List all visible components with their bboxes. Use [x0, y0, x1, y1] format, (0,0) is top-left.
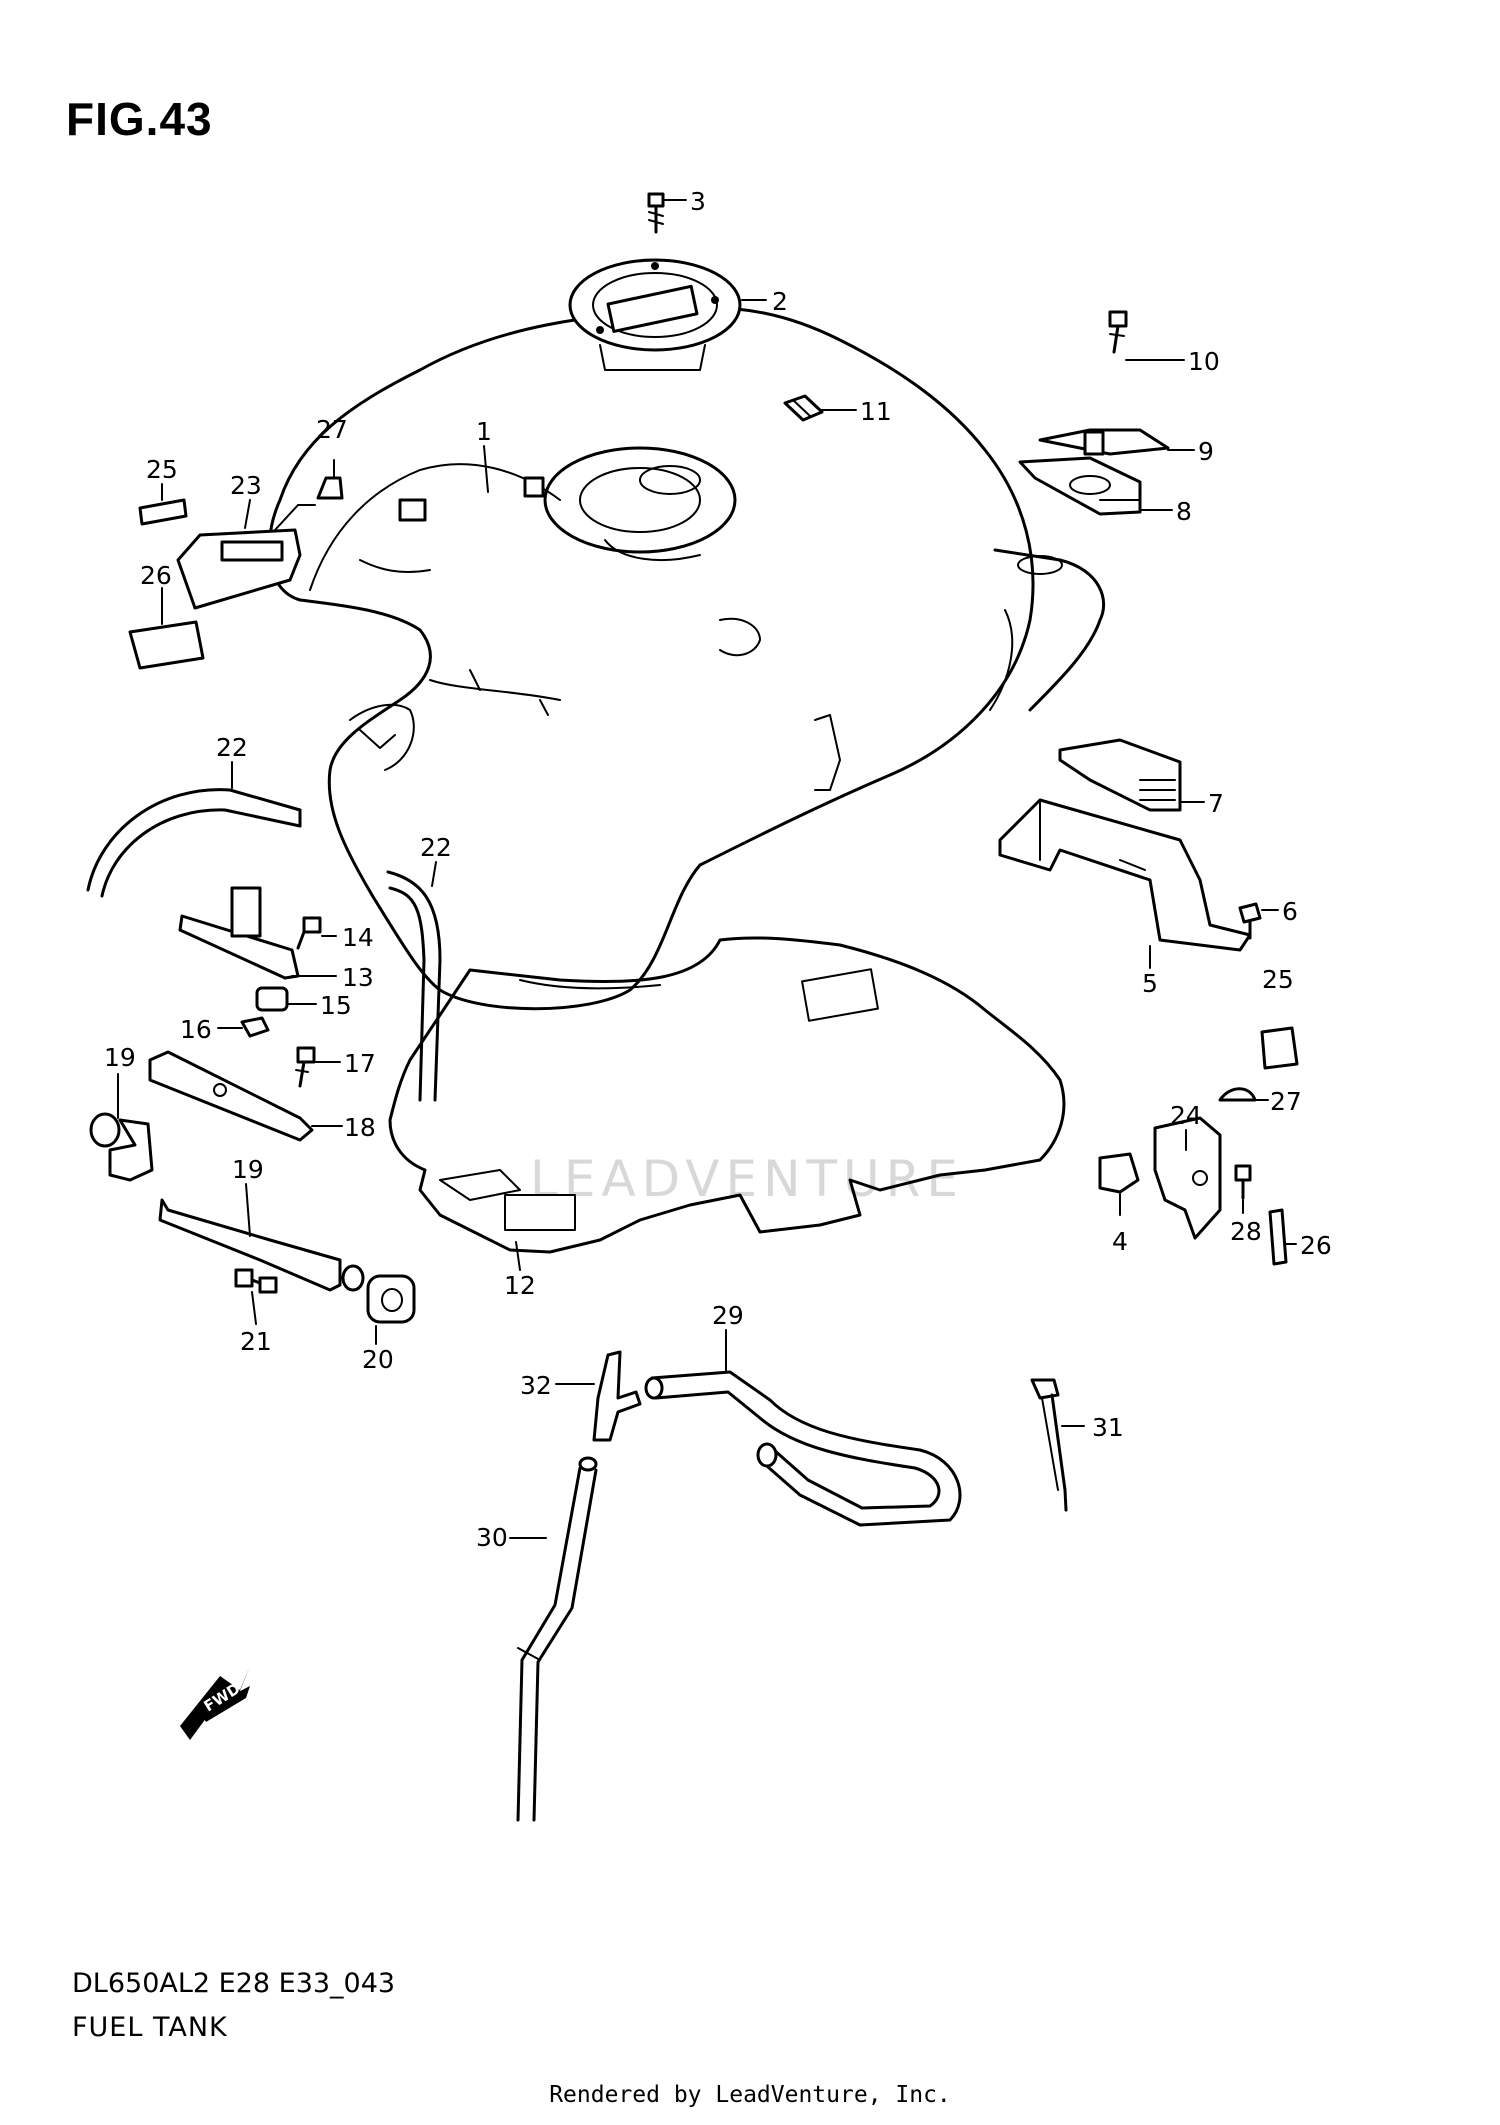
- bracket-part-5[interactable]: [998, 798, 1252, 952]
- figure-title: FIG.43: [66, 93, 213, 145]
- label-part-25-left[interactable]: [138, 498, 188, 526]
- callout-3: 3: [690, 187, 706, 216]
- callout-26-a: 26: [140, 561, 172, 590]
- callout-4: 4: [1112, 1227, 1128, 1256]
- cushion-part-11[interactable]: [783, 394, 824, 422]
- callout-7: 7: [1208, 789, 1224, 818]
- hose-part-30[interactable]: [516, 1456, 598, 1822]
- label-part-25-right[interactable]: [1260, 1026, 1299, 1070]
- callout-20: 20: [362, 1345, 394, 1374]
- callout-25-a: 25: [146, 455, 178, 484]
- hose-part-22-left[interactable]: [86, 788, 302, 898]
- cap-part-27-right[interactable]: [1218, 1087, 1257, 1102]
- callout-18: 18: [344, 1113, 376, 1142]
- model-code: DL650AL2 E28 E33_043: [72, 1968, 396, 1999]
- callout-10: 10: [1188, 347, 1220, 376]
- callout-22-b: 22: [420, 833, 452, 862]
- bolt-part-6[interactable]: [1238, 902, 1262, 940]
- cap-part-27-left[interactable]: [316, 476, 344, 500]
- fuel-tank-part[interactable]: [267, 306, 1106, 1011]
- callout-19-a: 19: [104, 1043, 136, 1072]
- leader-lines: [117, 199, 1297, 1539]
- bracket-part-19-left[interactable]: [89, 1112, 154, 1182]
- bolt-part-28[interactable]: [1234, 1164, 1252, 1200]
- clamp-part-31[interactable]: [1030, 1378, 1068, 1512]
- figure-name: FUEL TANK: [72, 2012, 228, 2043]
- callout-13: 13: [342, 963, 374, 992]
- callout-21: 21: [240, 1327, 272, 1356]
- callout-29: 29: [712, 1301, 744, 1330]
- joint-part-32[interactable]: [592, 1350, 642, 1442]
- screw-part-3[interactable]: [647, 192, 665, 234]
- callout-23: 23: [230, 471, 262, 500]
- bracket-part-23[interactable]: [176, 504, 316, 610]
- label-part-26-left[interactable]: [128, 620, 205, 670]
- pad-part-12[interactable]: [388, 936, 1066, 1254]
- fuel-cap-part[interactable]: [568, 258, 742, 371]
- callout-9: 9: [1198, 437, 1214, 466]
- bracket-part-13[interactable]: [178, 886, 300, 980]
- footer-credit: Rendered by LeadVenture, Inc.: [549, 2082, 951, 2108]
- callout-6: 6: [1282, 897, 1298, 926]
- label-part-26-right[interactable]: [1268, 1208, 1288, 1266]
- screw-part-14[interactable]: [296, 916, 322, 950]
- callout-27-a: 27: [316, 415, 348, 444]
- bracket-part-24[interactable]: [1153, 1116, 1222, 1240]
- callout-24: 24: [1170, 1101, 1202, 1130]
- callout-16: 16: [180, 1015, 212, 1044]
- bracket-part-9[interactable]: [1038, 428, 1170, 456]
- callout-15: 15: [320, 991, 352, 1020]
- bolt-part-21[interactable]: [234, 1268, 278, 1294]
- callout-2: 2: [772, 287, 788, 316]
- rubber-part-4[interactable]: [1098, 1152, 1140, 1194]
- callout-labels: 1 2 3 4 5 6 7 8 9 10 11 12 13 14 15 16 1…: [104, 187, 1332, 1552]
- callout-19-b: 19: [232, 1155, 264, 1184]
- rubber-block-part-7[interactable]: [1058, 738, 1182, 812]
- arm-part-19[interactable]: [158, 1198, 365, 1292]
- rubber-part-20[interactable]: [366, 1274, 416, 1324]
- callout-27-b: 27: [1270, 1087, 1302, 1116]
- bolt-part-10[interactable]: [1108, 310, 1128, 354]
- callout-14: 14: [342, 923, 374, 952]
- hose-part-29[interactable]: [644, 1370, 962, 1527]
- callout-1: 1: [476, 417, 492, 446]
- callout-28: 28: [1230, 1217, 1262, 1246]
- callout-5: 5: [1142, 969, 1158, 998]
- callout-26-b: 26: [1300, 1231, 1332, 1260]
- callout-12: 12: [504, 1271, 536, 1300]
- callout-30: 30: [476, 1523, 508, 1552]
- callout-11: 11: [860, 397, 892, 426]
- hose-part-22-center[interactable]: [386, 870, 442, 1102]
- callout-22-a: 22: [216, 733, 248, 762]
- callout-25-b: 25: [1262, 965, 1294, 994]
- bracket-part-17[interactable]: [148, 1050, 314, 1142]
- grommet-part-16[interactable]: [240, 1016, 270, 1038]
- cushion-part-8[interactable]: [1018, 456, 1142, 516]
- callout-32: 32: [520, 1371, 552, 1400]
- callout-8: 8: [1176, 497, 1192, 526]
- forward-direction-arrow: FWD: [180, 1666, 250, 1740]
- callout-31: 31: [1092, 1413, 1124, 1442]
- callout-17: 17: [344, 1049, 376, 1078]
- collar-part-15[interactable]: [255, 986, 289, 1012]
- watermark: LEADVENTURE: [530, 1150, 964, 1208]
- bolt-part-18[interactable]: [295, 1046, 316, 1088]
